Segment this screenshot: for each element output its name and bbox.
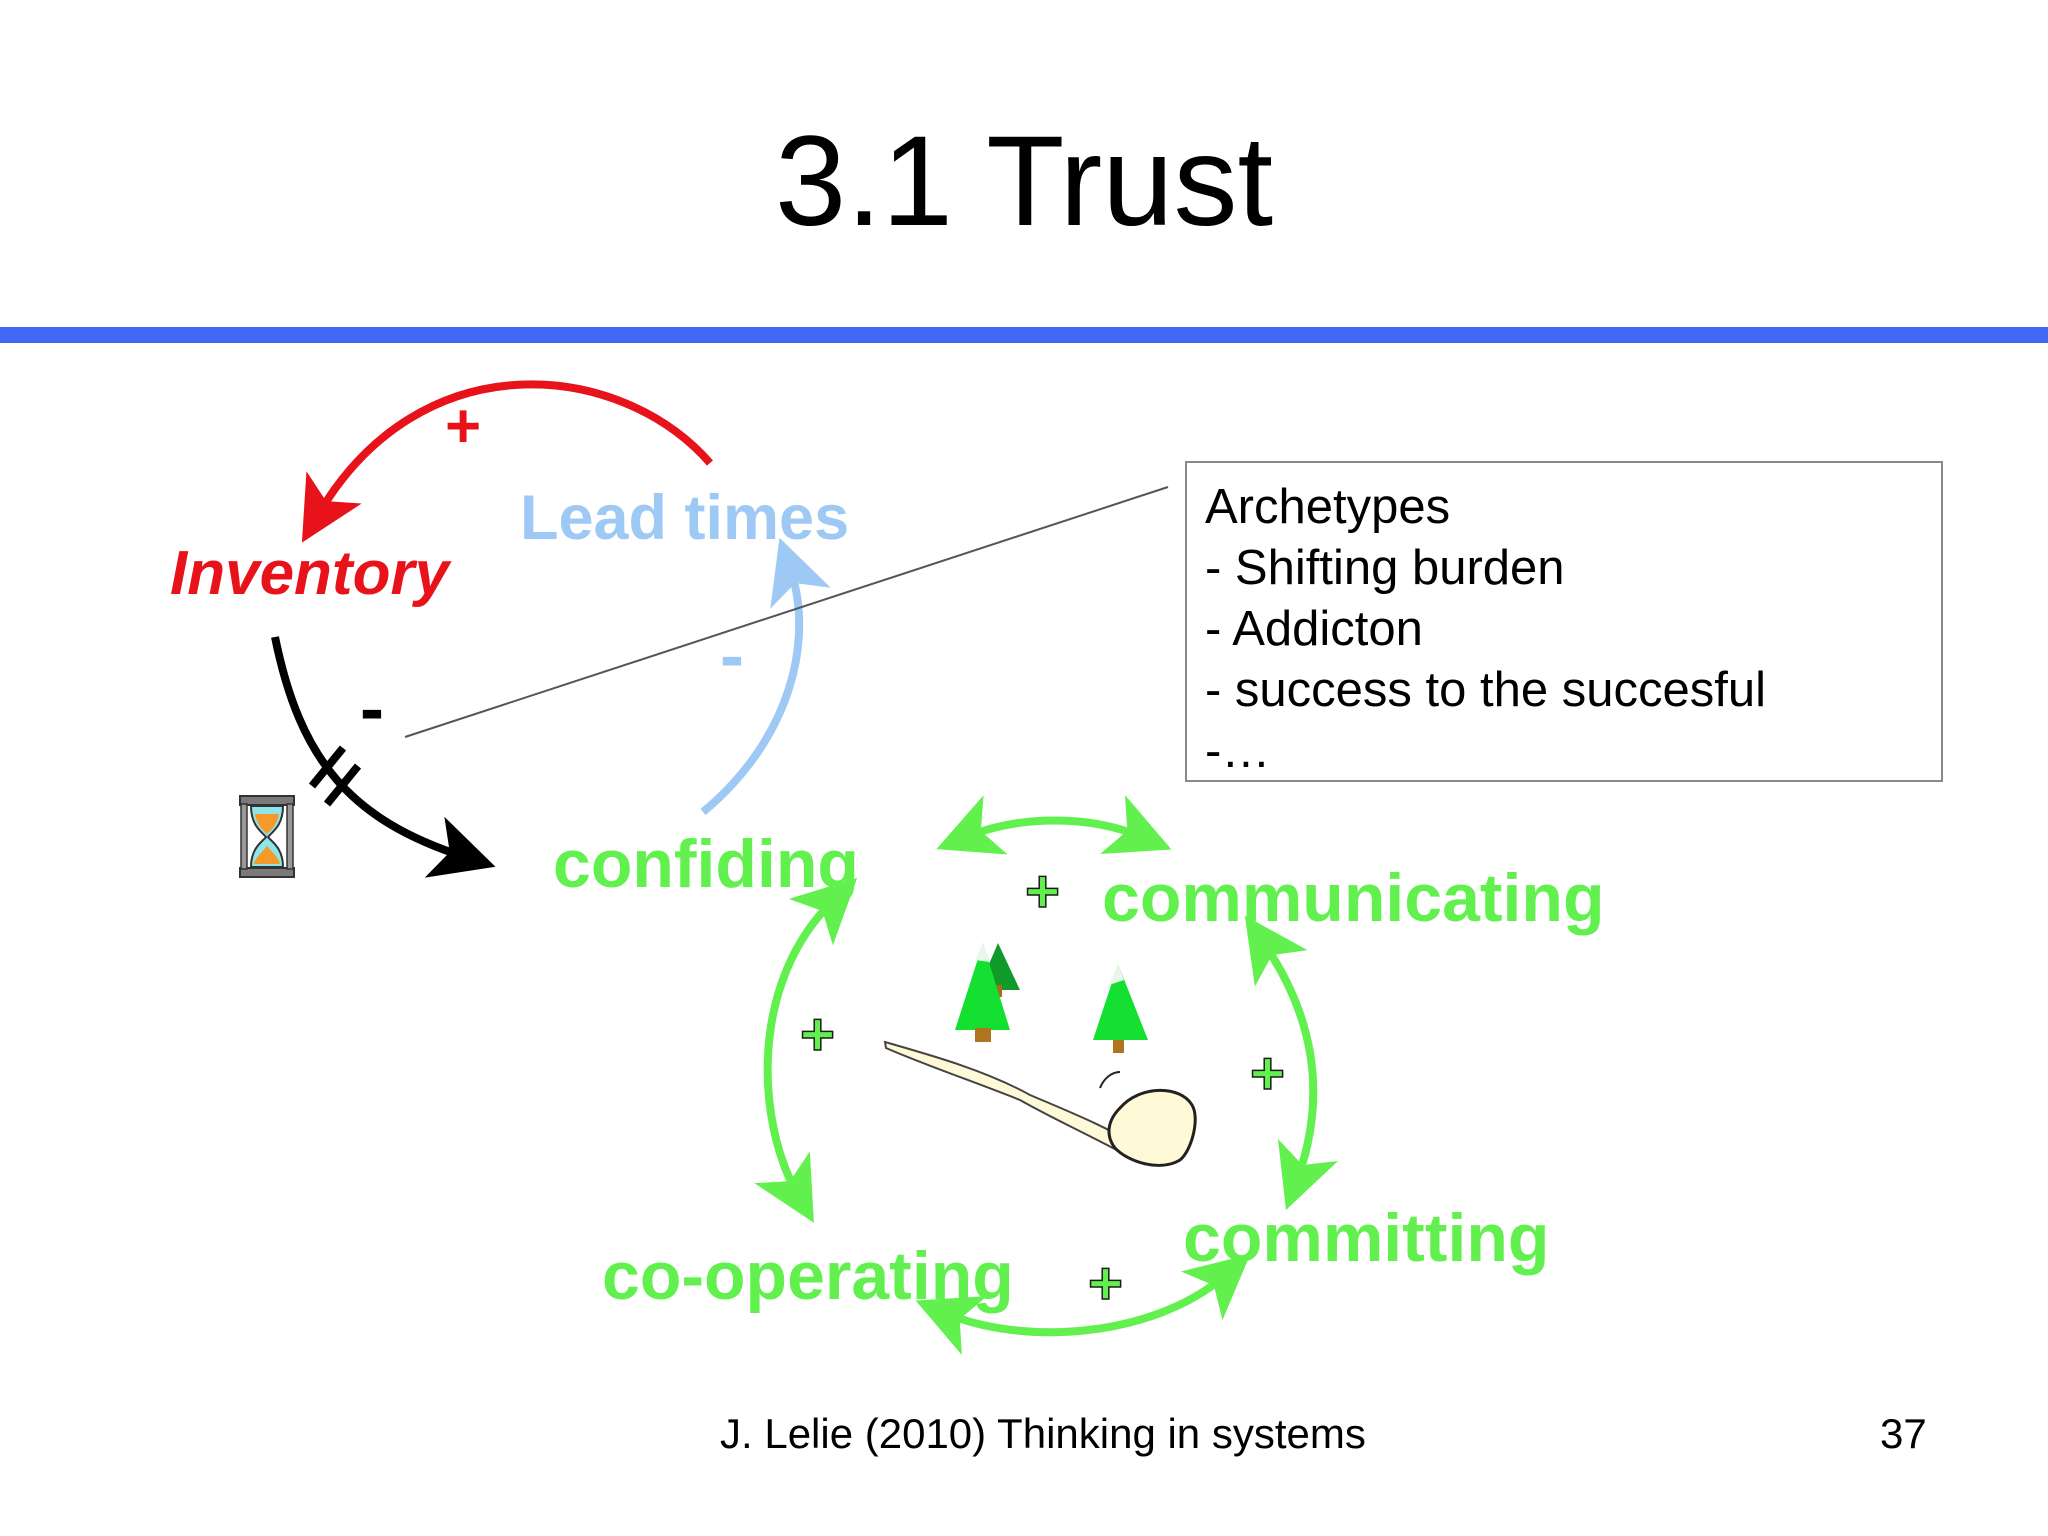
- page-number: 37: [1880, 1410, 1927, 1457]
- polarity-communicating-committing: +: [1250, 1040, 1285, 1107]
- archetypes-heading: Archetypes: [1205, 480, 1451, 534]
- arrow-communicating-committing: [1244, 915, 1339, 1211]
- arrow-confiding-to-lead: [700, 537, 831, 816]
- node-confiding: confiding: [553, 826, 859, 902]
- polarity-confiding-communicating: +: [1025, 858, 1060, 925]
- node-lead-times: Lead times: [520, 483, 850, 553]
- slide-title: 3.1 Trust: [775, 110, 1273, 253]
- callout-line: [404, 486, 1169, 738]
- delay-mark: [308, 745, 362, 807]
- footer-source: J. Lelie (2010) Thinking in systems: [720, 1410, 1366, 1457]
- tree-icon: [955, 943, 1148, 1053]
- node-communicating: communicating: [1102, 860, 1605, 936]
- arrow-committing-cooperating: [915, 1254, 1251, 1355]
- polarity-marks: + - - + + + +: [360, 392, 1286, 1318]
- polarity-cooperating-confiding: +: [800, 1001, 835, 1068]
- archetype-item: - Shifting burden: [1205, 541, 1565, 595]
- arrow-confiding-communicating: [936, 795, 1172, 855]
- title-divider: [0, 327, 2048, 343]
- polarity-inventory-confiding: -: [360, 669, 384, 749]
- arrow-lead-to-inventory: [301, 380, 714, 543]
- node-committing: committing: [1183, 1200, 1550, 1276]
- snowball-icon: [883, 1040, 1197, 1167]
- node-co-operating: co-operating: [602, 1238, 1014, 1314]
- polarity-confiding-lead: -: [720, 616, 744, 696]
- archetype-item: -…: [1205, 724, 1271, 778]
- polarity-committing-cooperating: +: [1088, 1250, 1123, 1317]
- polarity-lead-inventory: +: [445, 392, 481, 461]
- archetypes-box: Archetypes - Shifting burden - Addicton …: [1185, 461, 1943, 782]
- archetype-item: - success to the succesful: [1205, 663, 1767, 717]
- archetype-item: - Addicton: [1205, 602, 1423, 656]
- hourglass-icon: [239, 795, 295, 878]
- arrow-cooperating-confiding: [754, 877, 858, 1223]
- arrow-inventory-to-confiding: [271, 636, 496, 878]
- node-inventory: Inventory: [170, 539, 450, 608]
